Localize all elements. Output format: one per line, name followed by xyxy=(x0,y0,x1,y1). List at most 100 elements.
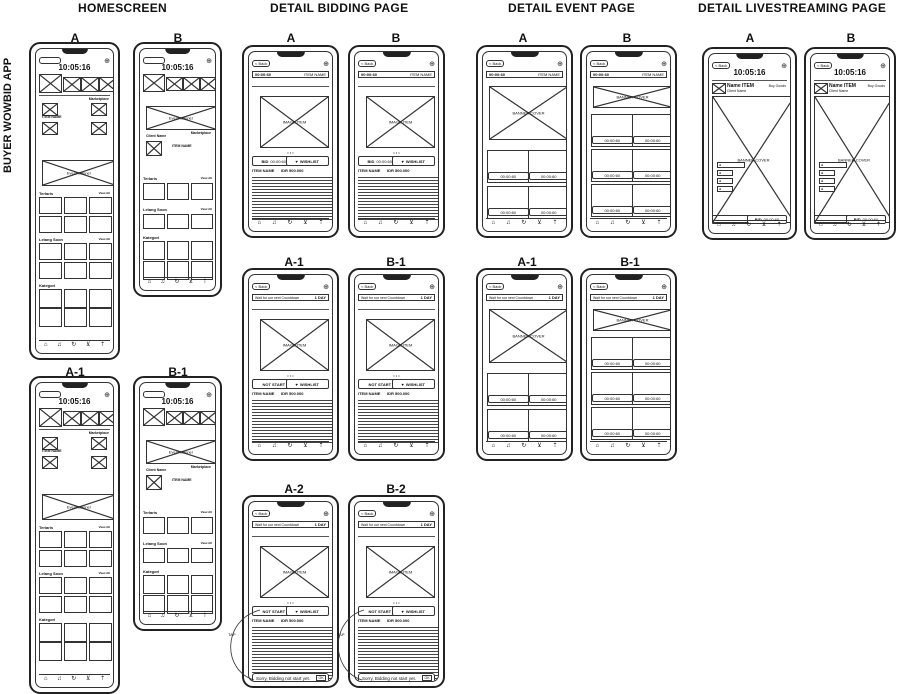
event-bid-button[interactable]: 00:00:60 xyxy=(528,431,566,439)
category-tile[interactable] xyxy=(89,289,112,308)
product-card[interactable] xyxy=(89,243,112,260)
history-icon[interactable]: ↻ xyxy=(846,222,852,228)
profile-icon[interactable]: ⇡ xyxy=(656,220,662,226)
view-all-link[interactable]: View All xyxy=(200,176,212,180)
product-card[interactable] xyxy=(39,216,62,233)
product-card[interactable] xyxy=(167,517,189,534)
add-icon[interactable]: ⊕ xyxy=(429,283,435,291)
history-icon[interactable]: ↻ xyxy=(625,220,631,226)
search-bar[interactable] xyxy=(39,391,61,398)
product-card[interactable] xyxy=(39,596,62,613)
event-bid-button[interactable]: 00:00:60 xyxy=(592,171,633,179)
home-icon[interactable]: ⌂ xyxy=(147,613,152,619)
bell-icon[interactable]: ♫ xyxy=(832,222,837,228)
category-tile[interactable] xyxy=(89,623,112,642)
cart-icon[interactable]: ⊻ xyxy=(86,342,91,348)
product-card[interactable] xyxy=(64,197,87,214)
product-card[interactable] xyxy=(143,183,165,200)
product-card[interactable] xyxy=(89,577,112,594)
product-card[interactable] xyxy=(143,548,165,563)
history-icon[interactable]: ↻ xyxy=(625,443,631,449)
back-button[interactable]: < Back xyxy=(252,283,271,290)
product-card[interactable] xyxy=(64,216,87,233)
home-icon[interactable]: ⌂ xyxy=(491,220,496,226)
event-bid-button[interactable]: 00:00:60 xyxy=(528,172,566,180)
product-card[interactable] xyxy=(167,214,189,229)
add-icon[interactable]: ⊕ xyxy=(323,510,329,518)
history-icon[interactable]: ↻ xyxy=(174,613,180,619)
event-bid-button[interactable]: 00:00:60 xyxy=(488,431,529,439)
product-card[interactable] xyxy=(89,550,112,567)
view-all-link[interactable]: View All xyxy=(200,510,212,514)
category-tile[interactable] xyxy=(167,261,189,280)
category-tile[interactable] xyxy=(64,289,87,308)
home-icon[interactable]: ⌂ xyxy=(257,443,262,449)
back-button[interactable]: < Back xyxy=(252,510,271,517)
add-icon[interactable]: ⊕ xyxy=(781,62,787,70)
product-card[interactable] xyxy=(64,531,87,548)
back-button[interactable]: < Back xyxy=(590,283,609,290)
home-icon[interactable]: ⌂ xyxy=(43,342,48,348)
add-icon[interactable]: ⊕ xyxy=(661,60,667,68)
back-button[interactable]: < Back xyxy=(358,510,377,517)
product-card[interactable] xyxy=(89,596,112,613)
category-tile[interactable] xyxy=(143,595,165,614)
bell-icon[interactable]: ♫ xyxy=(160,613,166,619)
bell-icon[interactable]: ♫ xyxy=(271,443,277,449)
profile-icon[interactable]: ⇡ xyxy=(202,279,208,285)
history-icon[interactable]: ↻ xyxy=(521,443,527,449)
category-tile[interactable] xyxy=(39,289,62,308)
ok-button[interactable]: OK xyxy=(316,675,326,681)
back-button[interactable]: < Back xyxy=(590,60,609,67)
ok-button[interactable]: OK xyxy=(422,675,432,681)
history-icon[interactable]: ↻ xyxy=(71,342,77,348)
cart-icon[interactable]: ⊻ xyxy=(86,676,91,682)
add-icon[interactable]: ⊕ xyxy=(206,391,212,399)
bell-icon[interactable]: ♫ xyxy=(377,220,383,226)
profile-icon[interactable]: ⇡ xyxy=(552,443,558,449)
bell-icon[interactable]: ♫ xyxy=(57,342,62,348)
category-tile[interactable] xyxy=(167,241,189,260)
cart-icon[interactable]: ⊻ xyxy=(409,443,414,449)
event-bid-button[interactable]: 00:00:60 xyxy=(592,359,633,367)
wishlist-button[interactable]: ♥WISHLIST xyxy=(285,156,329,166)
profile-icon[interactable]: ⇡ xyxy=(318,220,324,226)
bell-icon[interactable]: ♫ xyxy=(57,676,62,682)
view-all-link[interactable]: View All xyxy=(98,571,110,575)
product-card[interactable] xyxy=(39,262,62,279)
wishlist-button[interactable]: ♥WISHLIST xyxy=(391,606,435,616)
bell-icon[interactable]: ♫ xyxy=(377,443,383,449)
product-card[interactable] xyxy=(191,214,213,229)
category-tile[interactable] xyxy=(64,308,87,327)
event-bid-button[interactable]: 00:00:60 xyxy=(632,359,670,367)
event-bid-button[interactable]: 00:00:60 xyxy=(488,395,529,403)
category-tile[interactable] xyxy=(167,595,189,614)
product-card[interactable] xyxy=(191,548,213,563)
event-bid-button[interactable]: 00:00:60 xyxy=(632,136,670,144)
profile-icon[interactable]: ⇡ xyxy=(424,443,430,449)
product-card[interactable] xyxy=(39,197,62,214)
add-icon[interactable]: ⊕ xyxy=(206,57,212,65)
home-icon[interactable]: ⌂ xyxy=(595,443,600,449)
back-button[interactable]: < Back xyxy=(358,283,377,290)
event-bid-button[interactable]: 00:00:60 xyxy=(592,394,633,402)
event-bid-button[interactable]: 00:00:60 xyxy=(632,206,670,214)
cart-icon[interactable]: ⊻ xyxy=(188,279,194,285)
category-tile[interactable] xyxy=(39,308,62,327)
wishlist-button[interactable]: ♥WISHLIST xyxy=(285,379,329,389)
product-card[interactable] xyxy=(39,577,62,594)
history-icon[interactable]: ↻ xyxy=(521,220,527,226)
back-button[interactable]: < Back xyxy=(814,62,833,69)
profile-icon[interactable]: ⇡ xyxy=(318,443,324,449)
wishlist-button[interactable]: ♥WISHLIST xyxy=(391,156,435,166)
search-bar[interactable] xyxy=(143,57,165,64)
history-icon[interactable]: ↻ xyxy=(174,279,180,285)
category-tile[interactable] xyxy=(143,261,165,280)
category-tile[interactable] xyxy=(143,241,165,260)
add-icon[interactable]: ⊕ xyxy=(429,60,435,68)
bell-icon[interactable]: ♫ xyxy=(160,279,166,285)
history-icon[interactable]: ↻ xyxy=(71,676,77,682)
cart-icon[interactable]: ⊻ xyxy=(303,443,308,449)
category-tile[interactable] xyxy=(89,308,112,327)
cart-icon[interactable]: ⊻ xyxy=(409,220,414,226)
